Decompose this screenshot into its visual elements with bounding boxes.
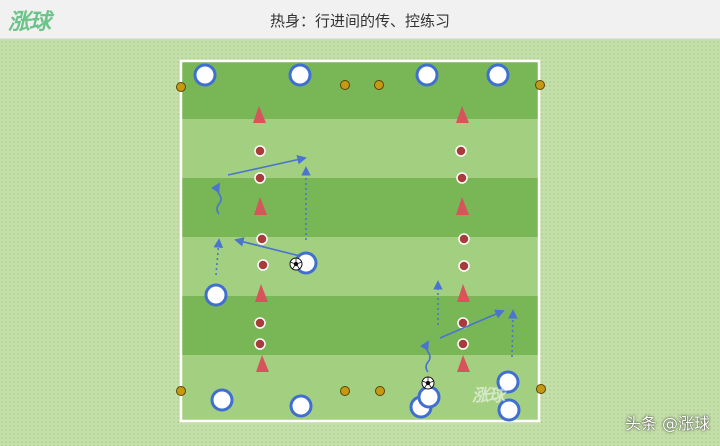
marker-disc-icon — [456, 172, 468, 184]
corner-markers — [176, 80, 546, 396]
cone-icon — [255, 284, 268, 302]
player-ring-icon — [417, 385, 441, 409]
players — [193, 63, 521, 422]
source-credit: 头条 @涨球 — [624, 414, 710, 433]
corner-marker — [536, 384, 546, 394]
marker-disc-icon — [254, 145, 266, 157]
cone-icon — [456, 197, 469, 215]
pass-arrow — [234, 237, 301, 257]
corner-marker — [375, 386, 385, 396]
corner-marker — [176, 82, 186, 92]
watermark-logo: 涨球 — [472, 386, 505, 406]
header-bar: 涨球 热身：行进间的传、控练习 — [0, 0, 720, 39]
page-title: 热身：行进间的传、控练习 — [269, 12, 450, 30]
pass-arrow — [227, 154, 307, 176]
player-ring-icon — [210, 388, 234, 412]
cone-icon — [457, 284, 470, 302]
player-ring-icon — [486, 63, 510, 87]
player-ring-icon — [204, 283, 228, 307]
field-boundary — [179, 59, 541, 423]
cone-icon — [457, 355, 470, 372]
marker-disc-icon — [256, 233, 268, 245]
cone-icon — [253, 106, 266, 123]
player-ring-icon — [289, 394, 313, 418]
player-ring-icon — [288, 63, 312, 87]
cone-icon — [256, 355, 269, 372]
corner-marker — [374, 80, 384, 90]
dribble-arrow — [210, 182, 222, 215]
cones — [253, 106, 470, 372]
soccer-ball-icon — [289, 257, 303, 271]
run-arrow — [213, 238, 224, 276]
pass-arrow — [439, 309, 505, 339]
marker-disc-icon — [458, 233, 470, 245]
player-ring-icon — [497, 398, 521, 422]
cone-icon — [254, 197, 267, 215]
arrows — [210, 154, 518, 373]
corner-marker — [176, 386, 186, 396]
marker-disc-icon — [257, 259, 269, 271]
player-ring-icon — [496, 370, 520, 394]
corner-marker — [535, 80, 545, 90]
training-pitch — [176, 59, 546, 423]
corner-marker — [340, 386, 350, 396]
player-ring-icon — [415, 63, 439, 87]
soccer-ball-icon — [421, 376, 435, 390]
player-ring-icon — [193, 63, 217, 87]
field-stripes — [181, 61, 539, 421]
corner-marker — [340, 80, 350, 90]
brand-logo: 涨球 — [8, 10, 51, 35]
marker-disc-icon — [254, 338, 266, 350]
marker-disc-icon — [455, 145, 467, 157]
marker-discs — [254, 145, 470, 350]
marker-disc-icon — [254, 172, 266, 184]
cone-icon — [456, 106, 469, 123]
marker-disc-icon — [254, 317, 266, 329]
dribble-arrow — [419, 340, 431, 373]
marker-disc-icon — [457, 338, 469, 350]
marker-disc-icon — [458, 260, 470, 272]
